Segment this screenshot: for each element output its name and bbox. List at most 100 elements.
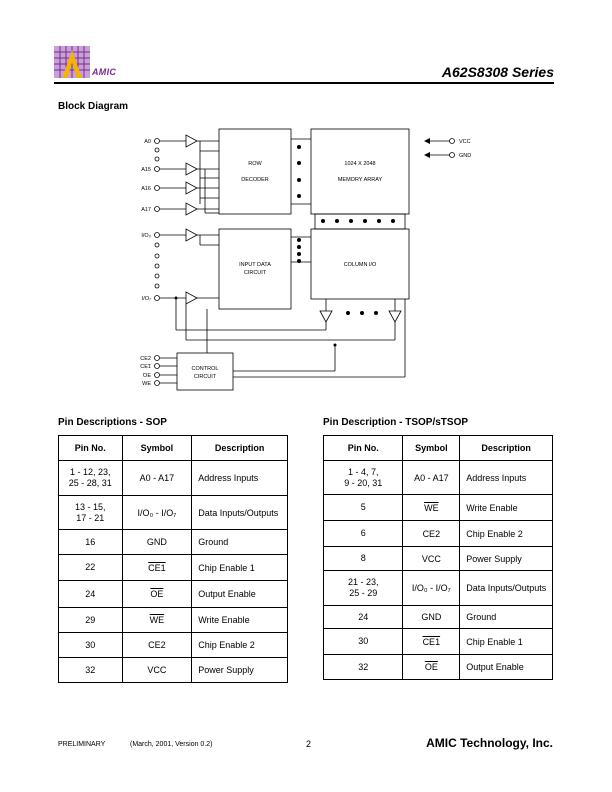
table-header-cell: Symbol bbox=[121, 435, 193, 461]
pin-symbol-cell: WE bbox=[121, 607, 193, 633]
pin-number-cell: 24 bbox=[58, 580, 123, 608]
pin-description-cell: Output Enable bbox=[459, 654, 553, 680]
pin-number-text: 25 - 29 bbox=[349, 588, 378, 598]
pin-label-io7: I/O₇ bbox=[142, 296, 151, 302]
column-io-label: COLUMN I/O bbox=[344, 262, 377, 268]
tsop-table-title: Pin Description - TSOP/sTSOP bbox=[323, 417, 469, 428]
pin-symbol-text: CE1 bbox=[148, 562, 166, 573]
pin-label-gnd: GND bbox=[459, 153, 471, 159]
table-row: 22 CE1 Chip Enable 1 bbox=[58, 554, 288, 581]
header-rule bbox=[54, 82, 554, 84]
pin-symbol-text: I/O₀ - I/O₇ bbox=[411, 583, 451, 593]
table-header-cell: Pin No. bbox=[58, 435, 123, 461]
pin-symbol-text: I/O₀ - I/O₇ bbox=[137, 507, 177, 518]
pin-description-cell: Chip Enable 1 bbox=[459, 628, 553, 655]
pin-symbol-cell: WE bbox=[402, 494, 461, 521]
pin-symbol-text: CE2 bbox=[148, 640, 166, 650]
pin-number-text: 9 - 20, 31 bbox=[344, 477, 383, 488]
pin-number-cell: 8 bbox=[322, 546, 404, 571]
pin-number-cell: 16 bbox=[58, 529, 123, 555]
pin-number-text: 24 bbox=[358, 611, 369, 622]
pin-symbol-text: VCC bbox=[147, 665, 167, 675]
block-diagram-title: Block Diagram bbox=[58, 101, 129, 112]
pin-number-text: 6 bbox=[360, 528, 366, 538]
table-header-cell: Symbol bbox=[402, 435, 461, 461]
pin-number-text: 13 - 15, bbox=[75, 501, 106, 512]
table-header-cell: Description bbox=[191, 435, 288, 461]
pin-symbol-text: VCC bbox=[421, 553, 441, 564]
pin-label-we: WE bbox=[142, 381, 151, 387]
pin-symbol-text: A0 - A17 bbox=[414, 472, 449, 483]
pin-label-a16: A16 bbox=[141, 186, 151, 192]
pin-symbol-cell: I/O₀ - I/O₇ bbox=[121, 495, 193, 530]
pin-number-cell: 32 bbox=[58, 657, 123, 683]
pin-symbol-cell: CE1 bbox=[402, 628, 461, 655]
pin-symbol-cell: A0 - A17 bbox=[402, 460, 461, 495]
pin-number-text: 29 bbox=[85, 614, 96, 625]
table-row: 29 WE Write Enable bbox=[58, 607, 288, 633]
pin-description-cell: Address Inputs bbox=[459, 460, 553, 495]
block-diagram: A0 A15 A16 A17 I/O₀ I/O₇ VCC GND CE2 CE1… bbox=[140, 128, 471, 391]
pin-number-text: 8 bbox=[360, 553, 366, 563]
pin-symbol-text: WE bbox=[424, 502, 439, 513]
pin-number-cell: 30 bbox=[58, 632, 123, 658]
pin-description-cell: Chip Enable 2 bbox=[191, 632, 288, 658]
pin-symbol-cell: GND bbox=[121, 529, 193, 555]
pin-number-cell: 1 - 12, 23,25 - 28, 31 bbox=[58, 460, 123, 496]
table-row: 1 - 4, 7,9 - 20, 31 A0 - A17 Address Input… bbox=[322, 460, 553, 495]
pin-number-text: 1 - 4, 7, bbox=[347, 466, 379, 477]
pin-symbol-text: OE bbox=[424, 662, 438, 672]
pin-symbol-text: OE bbox=[150, 589, 164, 599]
footer-date-version: (March, 2001, Version 0.2) bbox=[130, 741, 213, 748]
pin-number-text: 17 - 21 bbox=[76, 512, 105, 523]
pin-symbol-text: WE bbox=[149, 615, 165, 625]
page-number: 2 bbox=[306, 739, 312, 749]
pin-number-text: 21 - 23, bbox=[347, 577, 379, 587]
pin-number-cell: 22 bbox=[58, 554, 123, 581]
memory-array-label-2: MEMORY ARRAY bbox=[338, 177, 383, 183]
pin-symbol-cell: I/O₀ - I/O₇ bbox=[402, 570, 461, 606]
footer-status: PRELIMINARY bbox=[58, 741, 106, 748]
table-header-cell: Description bbox=[459, 435, 553, 461]
pin-symbol-cell: OE bbox=[121, 580, 193, 608]
table-header-cell: Pin No. bbox=[322, 435, 404, 461]
pin-description-cell: Chip Enable 1 bbox=[191, 554, 288, 581]
pin-symbol-cell: CE2 bbox=[402, 520, 461, 547]
pin-number-cell: 13 - 15,17 - 21 bbox=[58, 495, 123, 530]
memory-array-block bbox=[310, 128, 410, 215]
pin-number-text: 30 bbox=[358, 636, 369, 646]
input-data-label-1: INPUT DATA bbox=[239, 262, 271, 268]
row-decoder-label-2: DECODER bbox=[241, 177, 269, 183]
array-bus bbox=[314, 213, 406, 230]
sop-table-title: Pin Descriptions - SOP bbox=[58, 417, 167, 428]
pin-symbol-cell: VCC bbox=[121, 657, 193, 683]
memory-array-label-1: 1024 X 2048 bbox=[344, 161, 375, 167]
pin-number-text: 1 - 12, 23, bbox=[70, 467, 111, 477]
pin-number-text: 24 bbox=[85, 588, 96, 599]
pin-number-cell: 1 - 4, 7,9 - 20, 31 bbox=[322, 460, 404, 495]
pin-number-text: 16 bbox=[85, 536, 96, 547]
pin-number-cell: 32 bbox=[322, 654, 404, 680]
pin-symbol-text: GND bbox=[421, 612, 442, 622]
control-circuit-label-2: CIRCUIT bbox=[194, 374, 217, 380]
pin-description-cell: Write Enable bbox=[191, 607, 288, 633]
table-row: 30 CE2 Chip Enable 2 bbox=[58, 632, 288, 658]
pin-label-a15: A15 bbox=[141, 167, 151, 173]
pin-symbol-cell: CE1 bbox=[121, 554, 193, 581]
row-decoder-label-1: ROW bbox=[248, 161, 262, 167]
pin-number-cell: 21 - 23,25 - 29 bbox=[322, 570, 404, 606]
input-data-block bbox=[218, 228, 292, 310]
